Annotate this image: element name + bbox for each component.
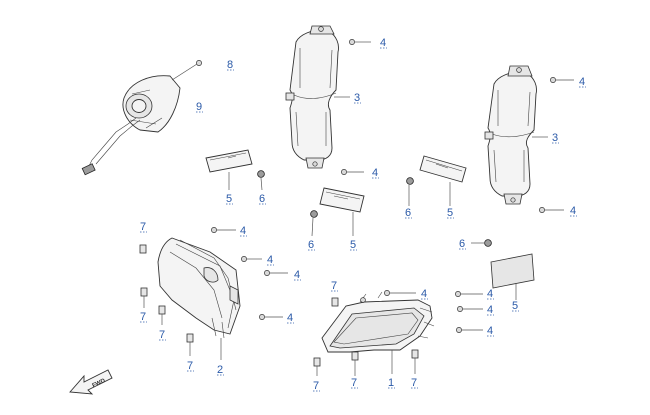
callout-5: 5 [350,239,356,251]
screw-part-4-left-4 [259,314,283,320]
clip-part-7-left-c [158,305,166,325]
nut-part-6-b [310,210,318,237]
headlight-part-1-center [321,291,435,374]
callout-4: 4 [380,37,386,49]
clip-part-7-left-d [186,333,194,356]
callout-4: 4 [579,76,585,88]
callout-7: 7 [411,377,417,389]
callout-1: 1 [388,377,394,389]
callout-6: 6 [459,238,465,250]
callout-5: 5 [512,300,518,312]
screw-part-4-center-1 [384,290,416,296]
callout-8: 8 [227,59,233,71]
taillight-housing-part-3-center [285,25,350,169]
callout-4: 4 [487,325,493,337]
callout-7: 7 [159,329,165,341]
callout-6: 6 [405,207,411,219]
callout-4: 4 [421,288,427,300]
clip-part-7-left-b [140,287,148,308]
screw-part-4-center-4 [456,327,483,333]
callout-7: 7 [140,311,146,323]
callout-3: 3 [552,132,558,144]
headlight-part-2-left [157,237,241,360]
callout-4: 4 [294,269,300,281]
callout-4: 4 [487,304,493,316]
screw-part-4-center-3 [457,306,483,312]
screw-part-4-left-1 [211,227,236,233]
nut-part-6-c [406,177,414,206]
callout-6: 6 [308,239,314,251]
forward-label: FWD [92,378,108,389]
callout-7: 7 [331,280,337,292]
callout-labels: 8 9 4 3 4 4 3 4 5 6 6 5 6 5 7 4 4 4 [140,37,586,392]
callout-2: 2 [217,364,223,376]
forward-arrow-icon: FWD [69,369,113,395]
screw-part-4-left-2 [241,256,262,262]
screw-part-4-center-5 [360,297,366,303]
clip-part-7-center-c [351,351,359,376]
reflector-part-5-c [419,155,467,206]
clip-part-7-center-b [313,357,321,376]
screw-part-4-right-bottom [539,207,564,213]
screw-part-4-center-top [349,39,371,45]
callout-5: 5 [447,207,453,219]
screw-part-8 [171,60,202,81]
callout-4: 4 [267,254,273,266]
callout-7: 7 [140,221,146,233]
clip-part-7-center-d [411,349,419,374]
reflector-part-5-a [205,149,253,190]
callout-7: 7 [187,360,193,372]
callout-4: 4 [240,225,246,237]
reflector-part-5-b [319,187,365,236]
reflector-part-5-d [490,253,535,300]
callout-6: 6 [259,193,265,205]
screw-part-4-left-3 [264,270,288,276]
callout-7: 7 [313,380,319,392]
screw-part-4-center-2 [455,291,483,297]
clip-part-7-left-a [139,244,147,254]
bulb-socket-part-9 [81,75,181,176]
callout-9: 9 [196,101,202,113]
screw-part-4-center-bottom [341,169,364,175]
callout-4: 4 [487,288,493,300]
callout-7: 7 [351,377,357,389]
taillight-housing-part-3-right [484,65,548,205]
callout-5: 5 [226,193,232,205]
callout-4: 4 [287,312,293,324]
callout-3: 3 [354,92,360,104]
callout-4: 4 [570,205,576,217]
nut-part-6-d [471,239,492,247]
nut-part-6-a [257,170,265,191]
callout-4: 4 [372,167,378,179]
screw-part-4-right-top [550,77,574,83]
clip-part-7-center-a [331,297,339,307]
